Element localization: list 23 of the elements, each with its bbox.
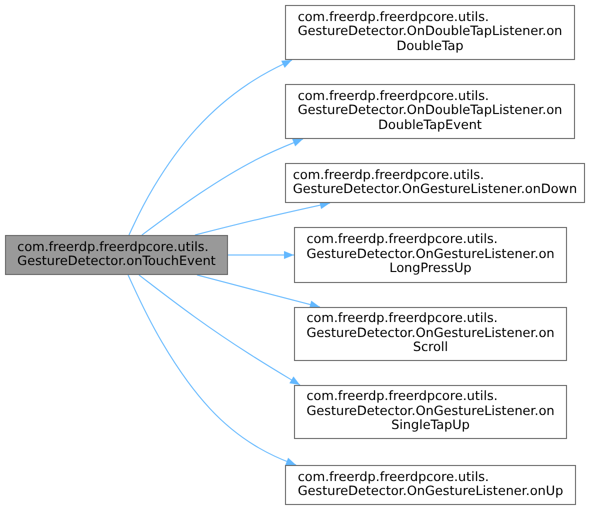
function-box [285, 163, 585, 203]
function-box [294, 385, 567, 439]
call-arrow [128, 60, 292, 236]
call-arrow [128, 274, 297, 466]
function-name: com.freerdp.freerdpcore.utils. GestureDetector.OnGestureListener.onUp [298, 470, 564, 500]
function-name: com.freerdp.freerdpcore.utils. GestureDetector.OnGestureListener.onDown [292, 168, 578, 198]
function-name: com.freerdp.freerdpcore.utils. GestureDetector.OnDoubleTapListener.on DoubleTapEvent [298, 90, 562, 134]
function-name: com.freerdp.freerdpcore.utils. GestureDetector.onTouchEvent [17, 240, 216, 270]
call-arrow [194, 201, 330, 236]
function-name: com.freerdp.freerdpcore.utils. GestureDetector.OnGestureListener.on Scroll [306, 312, 555, 356]
current-function-box [5, 235, 228, 275]
function-name: com.freerdp.freerdpcore.utils. GestureDetector.OnGestureListener.on SingleTapUp [306, 390, 555, 434]
function-box [294, 307, 567, 361]
call-arrow [138, 274, 300, 386]
function-box [294, 227, 567, 283]
call-arrow [196, 274, 320, 308]
call-arrow [141, 138, 304, 236]
call-arrow [228, 251, 294, 259]
function-box [285, 465, 576, 505]
function-name: com.freerdp.freerdpcore.utils. GestureDetector.OnDoubleTapListener.on DoubleTap [298, 10, 562, 54]
function-box [285, 5, 575, 60]
function-name: com.freerdp.freerdpcore.utils. GestureDetector.OnGestureListener.on LongPressUp [306, 233, 555, 277]
function-box [285, 84, 575, 139]
